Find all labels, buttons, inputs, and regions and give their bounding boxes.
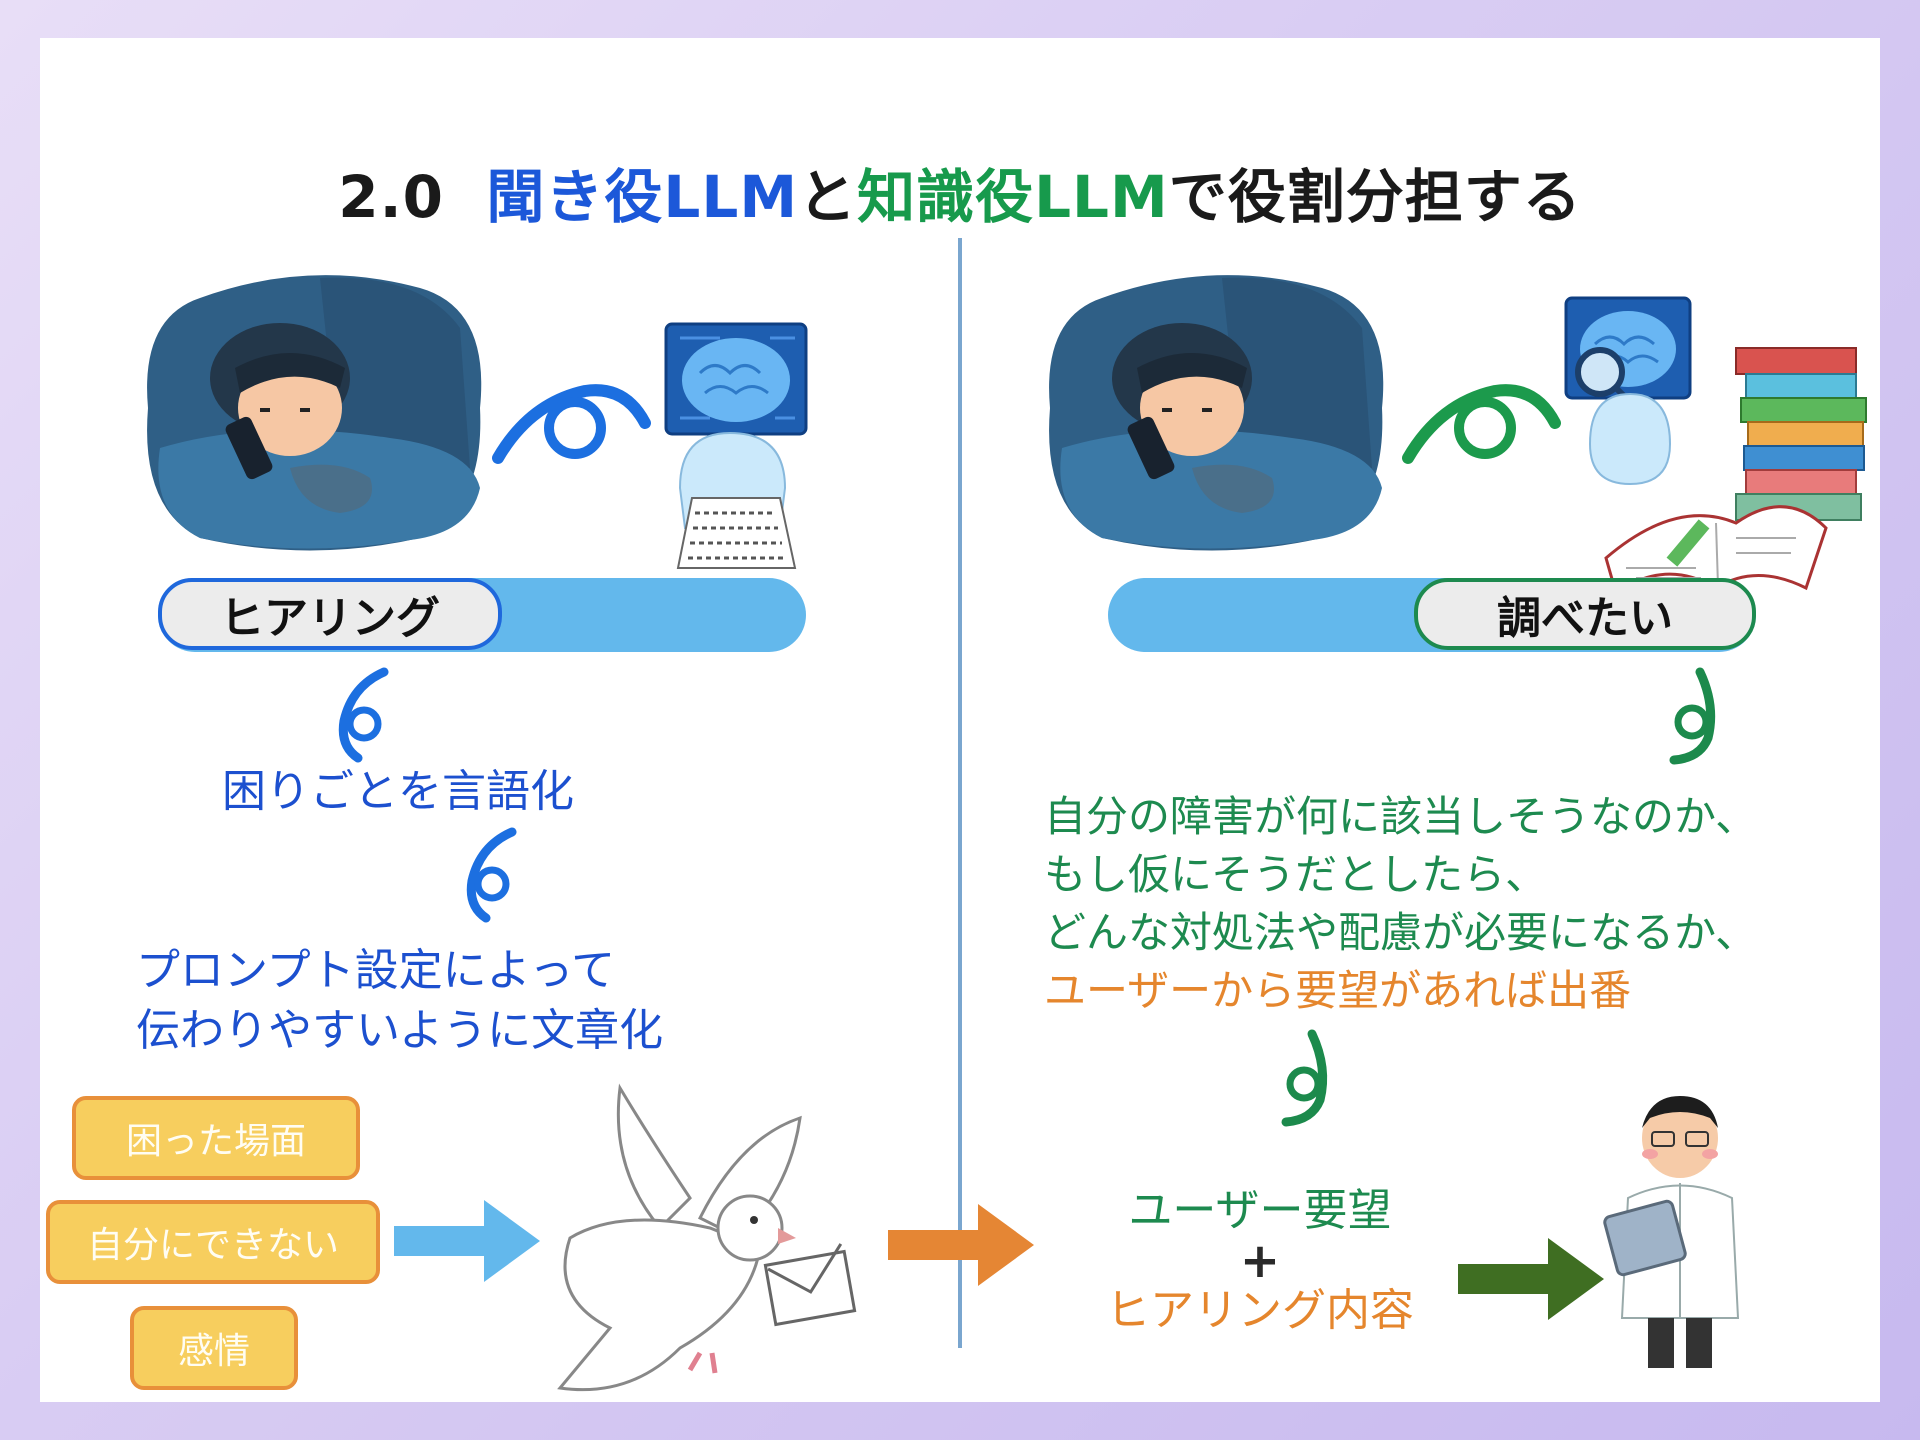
- doctor-icon: [1603, 1096, 1740, 1368]
- center-divider: [958, 238, 962, 1348]
- step-prompt-text: プロンプト設定によって 伝わりやすいように文章化: [136, 941, 663, 1061]
- research-pill-label: 調べたい: [1497, 593, 1673, 644]
- person-in-bed-icon: [147, 275, 482, 551]
- down-arrow-green-icon-2: [1281, 1029, 1328, 1127]
- down-arrow-blue-icon-2: [466, 827, 517, 923]
- research-desc-line3: どんな対処法や配慮が必要になるか、: [1044, 908, 1758, 957]
- step-prompt-line2: 伝わりやすいように文章化: [136, 1005, 664, 1056]
- step-prompt-line1: プロンプト設定によって: [136, 945, 616, 996]
- combined-input: ユーザー要望 + ヒアリング内容: [1080, 1184, 1440, 1338]
- title-connector: と: [798, 163, 858, 231]
- research-desc-line4: ユーザーから要望があれば出番: [1044, 966, 1632, 1015]
- tag-situation: 困った場面: [72, 1096, 360, 1180]
- brain-researcher-icon: [1564, 296, 1692, 486]
- look-arrow-blue-icon: [492, 384, 651, 464]
- arrow-icon-lightblue: [394, 1200, 540, 1282]
- title-listener: 聞き役LLM: [486, 163, 799, 231]
- slide: 2.0 聞き役LLMと知識役LLMで役割分担する ヒアリング 困りごと: [40, 38, 1880, 1402]
- title-prefix: 2.0: [338, 163, 445, 231]
- combo-hearing-content: ヒアリング内容: [1106, 1285, 1414, 1336]
- dove-letter-icon: [557, 1083, 857, 1392]
- step-verbalize: 困りごとを言語化: [222, 766, 574, 817]
- research-desc-line1: 自分の障害が何に該当しそうなのか、: [1044, 792, 1758, 841]
- look-arrow-green-icon: [1402, 384, 1561, 464]
- page-title: 2.0 聞き役LLMと知識役LLMで役割分担する: [40, 150, 1880, 234]
- person-in-bed-icon-right: [1049, 275, 1384, 551]
- hearing-pill-label: ヒアリング: [220, 593, 440, 644]
- tag-cannot-do: 自分にできない: [46, 1200, 380, 1284]
- hearing-pill: ヒアリング: [158, 578, 502, 650]
- title-suffix: で役割分担する: [1168, 163, 1582, 231]
- research-description: 自分の障害が何に該当しそうなのか、 もし仮にそうだとしたら、 どんな対処法や配慮…: [1044, 788, 1757, 1020]
- research-pill: 調べたい: [1414, 578, 1756, 650]
- books-icon: [1604, 347, 1867, 596]
- combo-plus: +: [1239, 1233, 1281, 1289]
- research-desc-line2: もし仮にそうだとしたら、: [1044, 850, 1548, 899]
- arrow-icon-darkgreen: [1458, 1238, 1604, 1320]
- arrow-icon-orange: [888, 1204, 1034, 1286]
- down-arrow-blue-icon: [338, 667, 389, 763]
- tag-emotion: 感情: [130, 1306, 298, 1390]
- title-knowledge: 知識役LLM: [857, 163, 1169, 231]
- brain-writer-icon: [664, 322, 808, 569]
- down-arrow-green-icon: [1669, 667, 1716, 765]
- combo-user-request: ユーザー要望: [1128, 1185, 1392, 1236]
